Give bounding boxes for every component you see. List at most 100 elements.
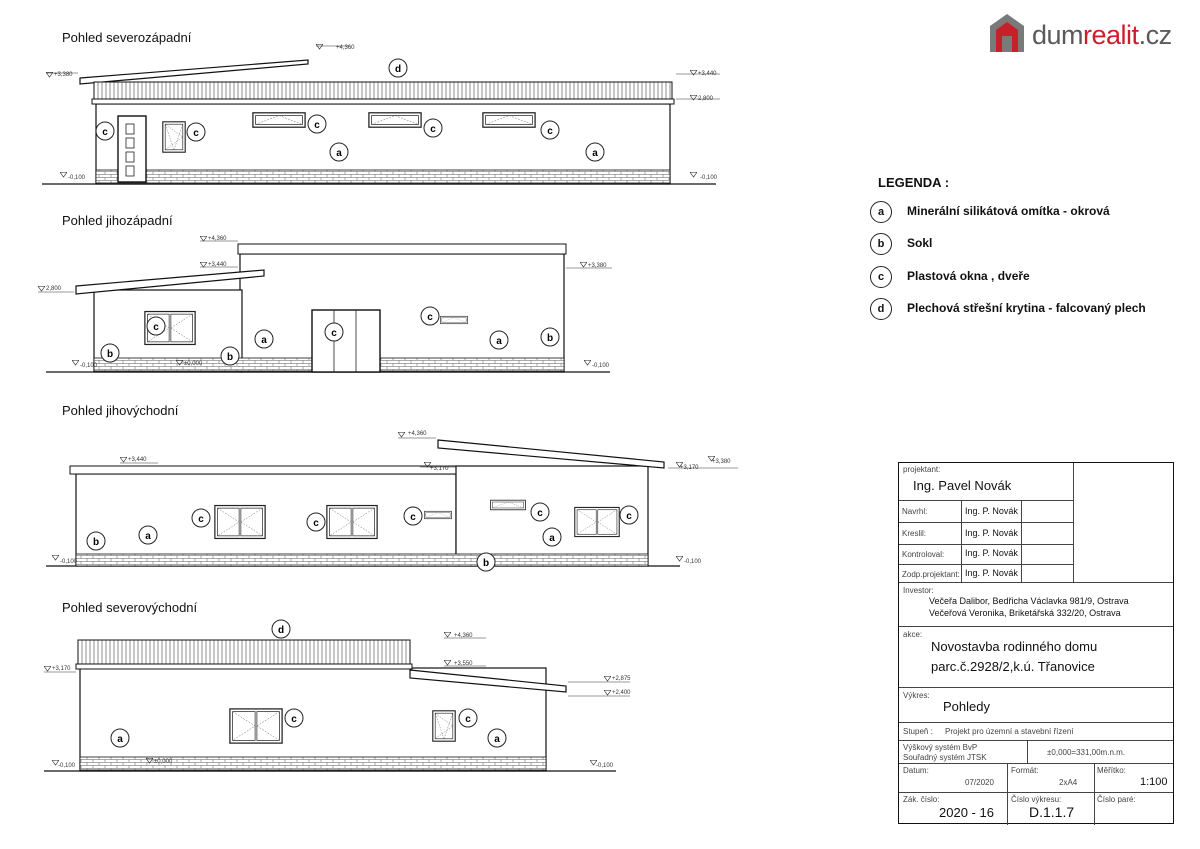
legend-title: LEGENDA :	[878, 175, 950, 190]
callout-b: b	[100, 343, 120, 363]
callout-c: c	[420, 306, 440, 326]
svg-text:a: a	[592, 148, 598, 159]
svg-text:c: c	[410, 512, 416, 523]
svg-text:b: b	[227, 352, 233, 363]
tb-vyskovy: Výškový systém BvP	[903, 743, 978, 752]
elevation-northwest	[42, 59, 716, 185]
callout-c: c	[530, 502, 550, 522]
tb-cislo-vykresu: D.1.1.7	[1029, 804, 1075, 820]
tb-investor-label: Investor:	[903, 586, 934, 595]
callout-d: d	[271, 619, 291, 639]
tb-cislo-pare-label: Číslo paré:	[1097, 795, 1136, 804]
svg-text:a: a	[336, 148, 342, 159]
callout-c: c	[146, 316, 166, 336]
callout-a: a	[487, 728, 507, 748]
view-title-southwest: Pohled jihozápadní	[62, 213, 173, 228]
svg-text:d: d	[395, 64, 401, 75]
svg-text:c: c	[314, 120, 320, 131]
callout-c: c	[306, 512, 326, 532]
level-v4-mid: +3,550	[454, 661, 473, 667]
svg-text:d: d	[278, 625, 284, 636]
level-v3-left: +3,440	[128, 457, 147, 463]
svg-text:c: c	[313, 518, 319, 529]
callout-c: c	[95, 121, 115, 141]
callout-c: c	[284, 708, 304, 728]
tb-format: 2xA4	[1059, 778, 1078, 787]
tb-format-label: Formát:	[1011, 766, 1039, 775]
tb-vykres-label: Výkres:	[903, 691, 930, 700]
svg-text:a: a	[117, 734, 123, 745]
svg-text:c: c	[198, 514, 204, 525]
level-v2-left: 2,800	[46, 286, 62, 292]
svg-text:c: c	[430, 124, 436, 135]
view-title-northwest: Pohled severozápadní	[62, 30, 192, 45]
callout-c: c	[619, 505, 639, 525]
tb-akce-line1: Novostavba rodinného domu	[931, 639, 1098, 654]
svg-text:c: c	[193, 128, 199, 139]
svg-text:c: c	[465, 714, 471, 725]
tb-projektant: Ing. Pavel Novák	[913, 478, 1012, 493]
svg-text:c: c	[547, 126, 553, 137]
level-v1-ground-right: -0,100	[700, 175, 718, 181]
callout-c: c	[307, 114, 327, 134]
dumrealit-logo[interactable]: dumrealit.cz	[988, 12, 1188, 56]
material-callouts: d c c c c c a a c c c a a b b b c c c c …	[86, 58, 639, 748]
elevation-southwest	[46, 243, 610, 373]
level-v2-zero: ±0,000	[184, 361, 203, 367]
elevation-northeast	[44, 639, 616, 772]
callout-b: b	[220, 346, 240, 366]
view-title-southeast: Pohled jihovýchodní	[62, 403, 179, 418]
level-v4-left: +3,170	[52, 666, 71, 672]
tb-stupen: Projekt pro územní a stavební řízení	[945, 727, 1074, 736]
level-v3-right1: +3,170	[680, 465, 699, 471]
tb-investor-line2: Večeřová Veronika, Briketářská 332/20, O…	[929, 608, 1121, 618]
svg-text:c: c	[102, 127, 108, 138]
callout-b: b	[86, 531, 106, 551]
tb-zodp-label: Zodp.projektant:	[902, 570, 960, 579]
title-block: projektant: Ing. Pavel Novák Navrhl: Ing…	[898, 462, 1174, 825]
callout-a: a	[489, 330, 509, 350]
tb-kreslil-label: Kreslil:	[902, 529, 927, 538]
callout-c: c	[186, 122, 206, 142]
svg-text:c: c	[427, 312, 433, 323]
tb-akce-line2: parc.č.2928/2,k.ú. Třanovice	[931, 659, 1095, 674]
tb-cislo-vykresu-label: Číslo výkresu:	[1011, 795, 1062, 804]
svg-text:c: c	[331, 328, 337, 339]
level-v3-mid: +3,170	[430, 466, 449, 472]
tb-meritko: 1:100	[1140, 776, 1168, 788]
callout-a: a	[585, 142, 605, 162]
tb-nula: ±0,000=331,00m.n.m.	[1047, 748, 1125, 757]
tb-souradny: Souřadný systém JTSK	[903, 753, 987, 762]
tb-investor-line1: Večeřa Dalibor, Bedřicha Václavka 981/9,…	[929, 596, 1129, 606]
tb-akce-label: akce:	[903, 630, 923, 639]
level-v4-right2: +2,400	[612, 690, 631, 696]
level-v2-right: +3,380	[588, 263, 607, 269]
tb-kontroloval: Ing. P. Novák	[965, 548, 1018, 558]
tb-datum-label: Datum:	[903, 766, 929, 775]
callout-a: a	[542, 527, 562, 547]
tb-zak: 2020 - 16	[939, 805, 994, 820]
level-v4-ground-right: -0,100	[596, 763, 614, 769]
svg-text:b: b	[483, 558, 489, 569]
callout-b: b	[540, 327, 560, 347]
logo-text: dumrealit.cz	[1032, 20, 1172, 50]
house-logo-icon	[990, 14, 1024, 52]
tb-datum: 07/2020	[965, 778, 994, 787]
level-v1-ridge: +4,360	[336, 45, 355, 51]
level-v1-right-mid: 2,800	[698, 96, 714, 102]
callout-c: c	[540, 120, 560, 140]
elevation-southeast	[46, 439, 680, 567]
view-title-northeast: Pohled severovýchodní	[62, 600, 198, 615]
tb-projektant-label: projektant:	[903, 465, 941, 474]
level-v3-right2: +3,380	[712, 459, 731, 465]
tb-zak-label: Zák. číslo:	[903, 795, 940, 804]
tb-kontroloval-label: Kontroloval:	[902, 550, 945, 559]
tb-stupen-label: Stupeň :	[903, 727, 933, 736]
tb-navrhl-label: Navrhl:	[902, 507, 928, 516]
level-v3-top: +4,360	[408, 431, 427, 437]
callout-c: c	[403, 506, 423, 526]
callout-a: a	[329, 142, 349, 162]
svg-text:c: c	[626, 511, 632, 522]
callout-c: c	[324, 322, 344, 342]
level-v2-ground-left: -0,100	[80, 363, 98, 369]
